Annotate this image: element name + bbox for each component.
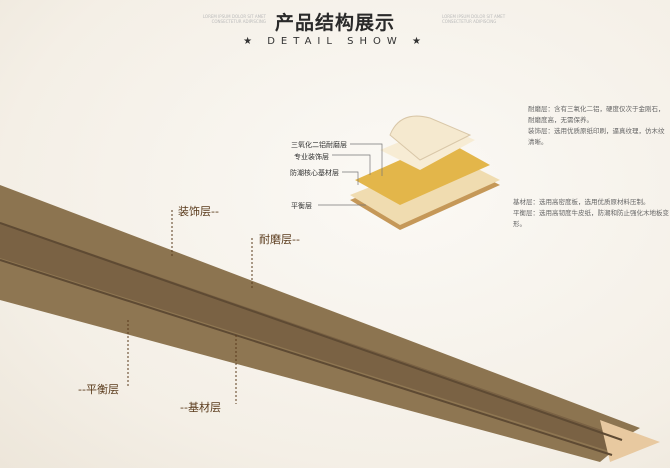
- description-decor: 装饰层：选用优质原纸印刷，逼真纹理，仿木纹清晰。: [528, 127, 665, 146]
- diagram-label: 防潮核心基材层: [290, 169, 339, 177]
- star-icon: ★: [411, 36, 427, 47]
- plank-label-wear: 耐磨层--: [259, 233, 300, 246]
- description-group-bottom: 基材层：选用高密度板，选用优质原材料压制。 平衡层：选用高韧度牛皮纸，防潮和防止…: [513, 197, 670, 230]
- description-balance: 平衡层：选用高韧度牛皮纸，防潮和防止强化木地板变形。: [513, 209, 669, 228]
- decorative-text-right: LOREM IPSUM DOLOR SIT AMET CONSECTETUR A…: [442, 14, 506, 24]
- plank-label-balance: --平衡层: [78, 383, 119, 396]
- page-title: 产品结构展示: [274, 12, 395, 34]
- diagram-label: 平衡层: [291, 202, 312, 210]
- diagram-leader-lines: [318, 143, 383, 206]
- description-group-top: 耐磨层：含有三氧化二铝，硬度仅次于金刚石，耐磨度高，无需保养。 装饰层：选用优质…: [528, 104, 670, 148]
- page-subtitle: ★ DETAIL SHOW ★: [0, 36, 670, 47]
- plank-label-decor: 装饰层--: [178, 205, 219, 218]
- star-icon: ★: [243, 36, 259, 47]
- diagram-label: 三氧化二铝耐磨层: [291, 141, 347, 149]
- decorative-text-left: LOREM IPSUM DOLOR SIT AMET CONSECTETUR A…: [202, 14, 266, 24]
- description-wear: 耐磨层：含有三氧化二铝，硬度仅次于金刚石，耐磨度高，无需保养。: [528, 105, 665, 124]
- plank-cross-section: [0, 185, 660, 462]
- layers-diagram: [350, 115, 500, 230]
- plank-callout-lines: [127, 210, 253, 404]
- description-base: 基材层：选用高密度板，选用优质原材料压制。: [513, 198, 650, 206]
- subtitle-text: DETAIL SHOW: [267, 36, 403, 47]
- diagram-label: 专业装饰层: [294, 153, 329, 161]
- plank-label-base: --基材层: [180, 401, 221, 414]
